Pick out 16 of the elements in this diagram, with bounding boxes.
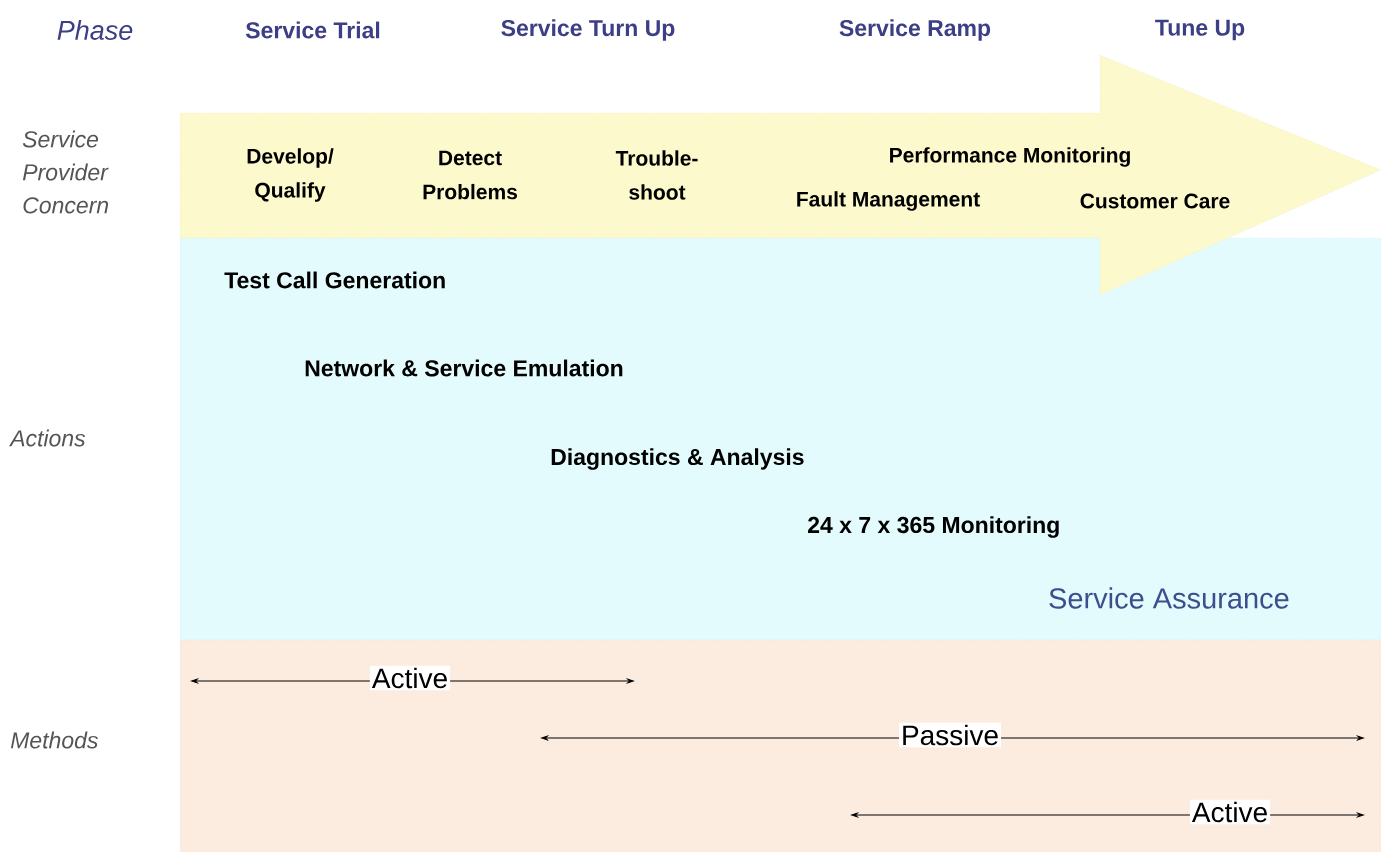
action-label: 24 x 7 x 365 Monitoring bbox=[808, 516, 1059, 538]
row-label: Service Provider Concern bbox=[22, 130, 109, 214]
action-label: Test Call Generation bbox=[224, 271, 445, 289]
concern-label: Fault Management bbox=[797, 191, 980, 211]
concern-label: Performance Monitoring bbox=[890, 147, 1130, 167]
concern-label: Detect Problems bbox=[423, 150, 517, 200]
concern-label: Trouble- shoot bbox=[615, 150, 698, 200]
row-label: Methods bbox=[10, 731, 98, 749]
action-label: Network & Service Emulation bbox=[305, 359, 623, 377]
concern-label: Develop/ Qualify bbox=[247, 148, 334, 202]
row-label: Phase bbox=[57, 20, 133, 40]
action-label: Diagnostics & Analysis bbox=[551, 448, 804, 470]
method-label: Passive bbox=[899, 722, 1002, 748]
row-label: Actions bbox=[9, 429, 86, 447]
area-title: Service Assurance bbox=[1049, 587, 1289, 609]
concern-label: Customer Care bbox=[1080, 193, 1230, 209]
